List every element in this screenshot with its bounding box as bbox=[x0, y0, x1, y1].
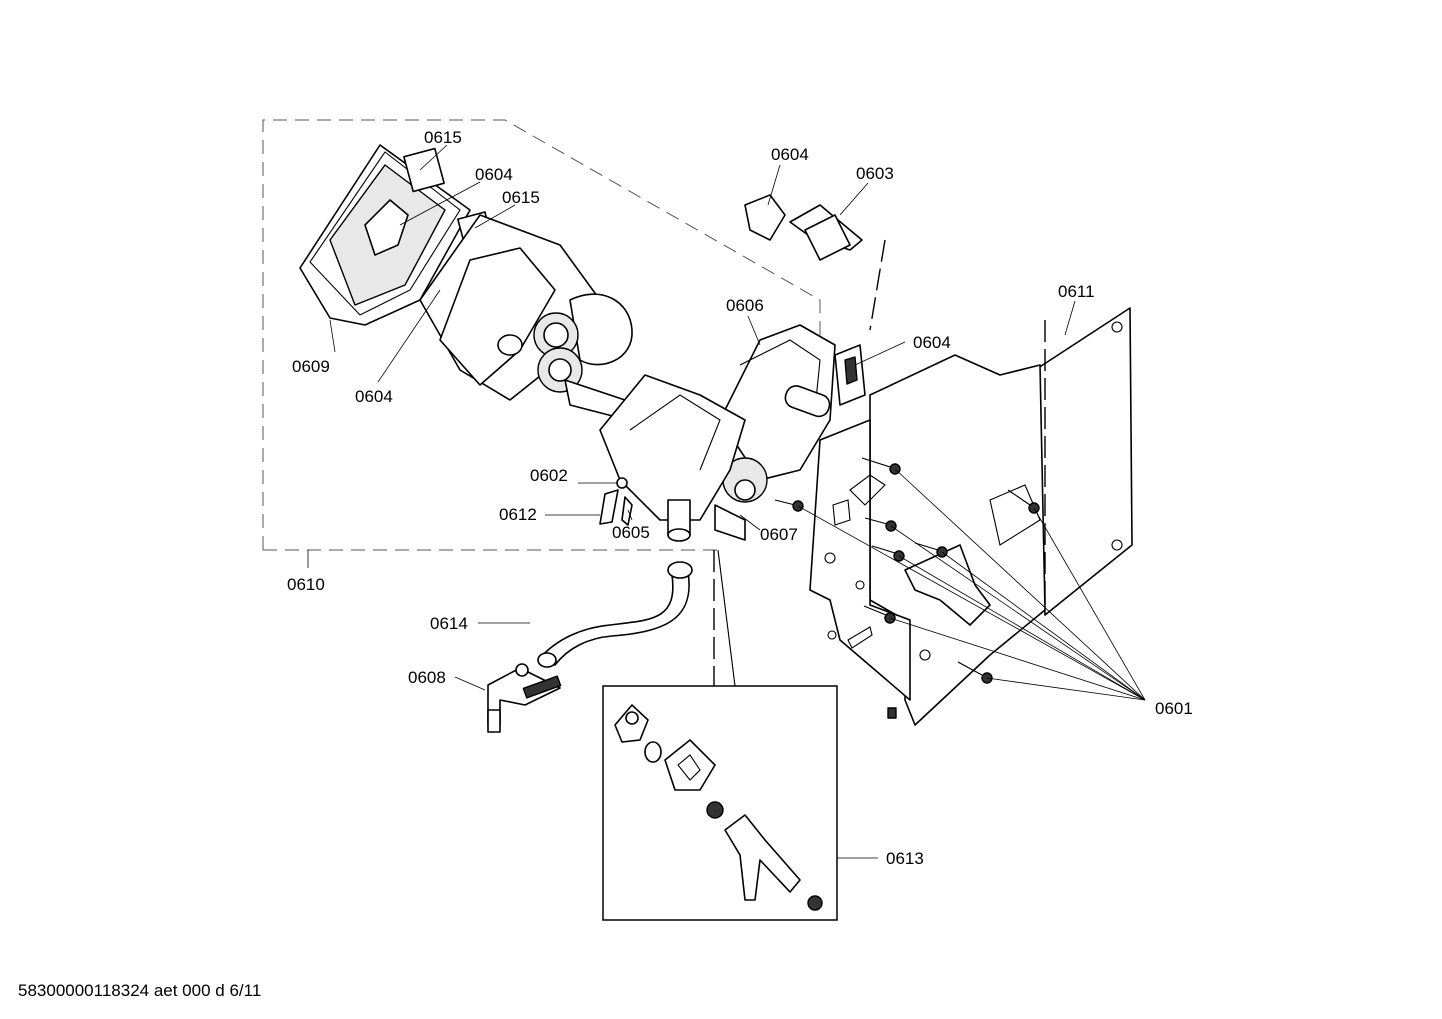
label-0602: 0602 bbox=[530, 466, 568, 485]
label-0610: 0610 bbox=[287, 575, 325, 594]
label-0611: 0611 bbox=[1058, 282, 1095, 301]
label-0604: 0604 bbox=[913, 333, 951, 352]
screw bbox=[863, 605, 896, 624]
label-0604: 0604 bbox=[475, 165, 513, 184]
label-0615: 0615 bbox=[424, 128, 462, 147]
wire-dashed bbox=[869, 239, 886, 331]
connectors-0604 bbox=[744, 194, 866, 406]
label-0613: 0613 bbox=[886, 849, 924, 868]
mounting-plate-0611 bbox=[809, 307, 1133, 726]
label-0601: 0601 bbox=[1155, 699, 1193, 718]
document-footer: 58300000118324 aet 000 d 6/11 bbox=[18, 981, 262, 1000]
gearbox-housing-0609 bbox=[299, 144, 633, 421]
label-0614: 0614 bbox=[430, 614, 468, 633]
label-0608: 0608 bbox=[408, 668, 446, 687]
nozzle-0608 bbox=[487, 663, 562, 733]
assembly-boundary-0610 bbox=[262, 119, 821, 568]
part-labels: 0615 0604 0615 0609 0604 0604 0603 0611 … bbox=[287, 128, 1193, 868]
brewing-unit-0606 bbox=[719, 324, 836, 503]
valve-body bbox=[599, 374, 746, 542]
leaders-0601 bbox=[797, 468, 1146, 701]
label-0607: 0607 bbox=[760, 525, 798, 544]
label-0603: 0603 bbox=[856, 164, 894, 183]
label-0604: 0604 bbox=[771, 145, 809, 164]
hose-0614 bbox=[537, 561, 693, 668]
label-0612: 0612 bbox=[499, 505, 537, 524]
leader-lines bbox=[329, 144, 1076, 691]
label-0604: 0604 bbox=[355, 387, 393, 406]
switch-0603 bbox=[789, 204, 863, 261]
detail-box-0613 bbox=[602, 549, 878, 921]
label-0606: 0606 bbox=[726, 296, 764, 315]
label-0615: 0615 bbox=[502, 188, 540, 207]
label-0605: 0605 bbox=[612, 523, 650, 542]
screw bbox=[774, 499, 804, 512]
label-0609: 0609 bbox=[292, 357, 330, 376]
small-parts bbox=[599, 477, 633, 526]
